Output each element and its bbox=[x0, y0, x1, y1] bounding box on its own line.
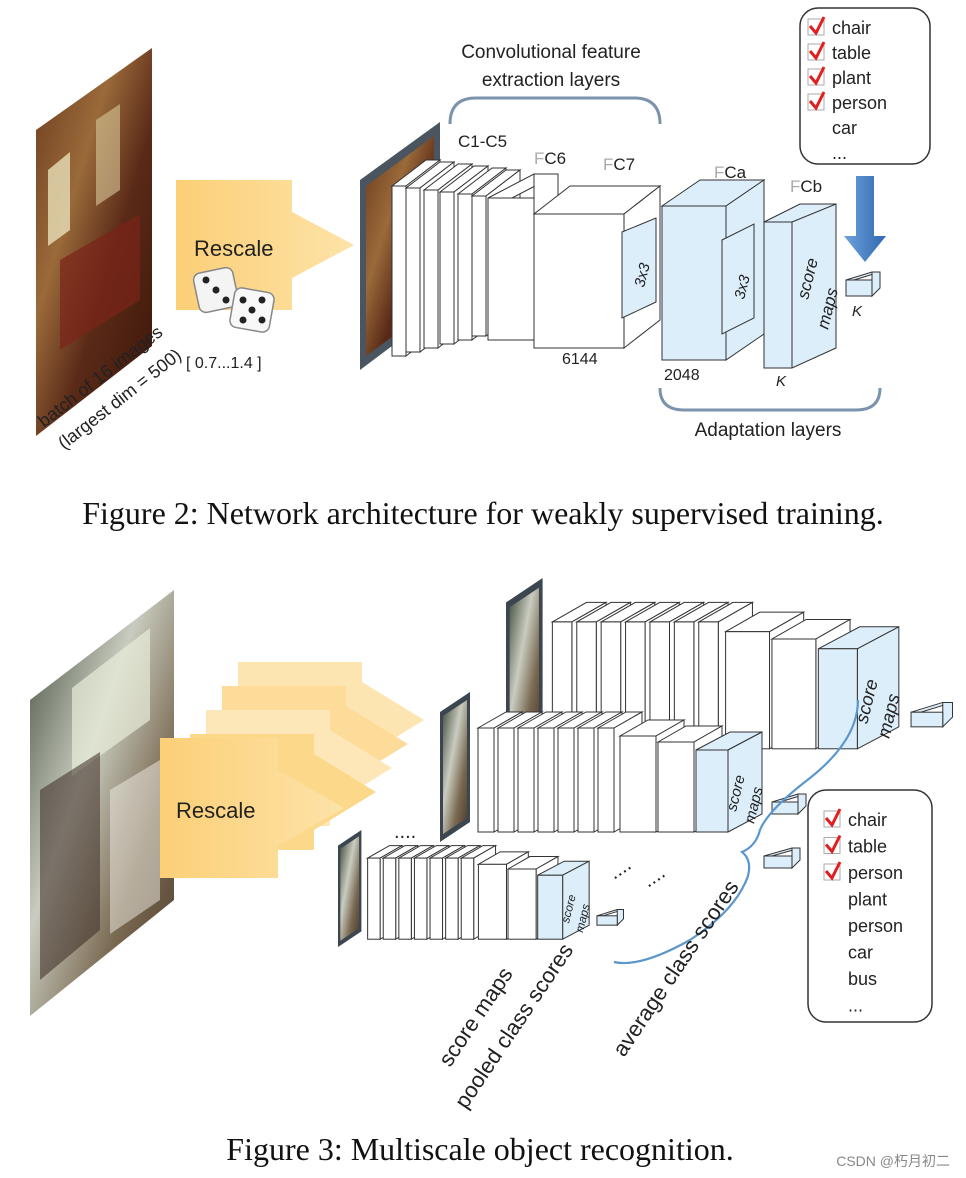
dice-icon bbox=[192, 266, 275, 333]
class-list-box-fig2 bbox=[799, 7, 931, 165]
score-maps-block bbox=[537, 860, 590, 941]
class-list-fig2: chair table plant person car... bbox=[807, 16, 887, 163]
class-item: plant bbox=[807, 66, 871, 88]
class-label: table bbox=[848, 837, 887, 857]
average-brace bbox=[613, 699, 860, 965]
layer-fcb-score-maps bbox=[763, 203, 837, 369]
adaptation-bracket bbox=[658, 387, 882, 412]
checkmark-icon bbox=[824, 808, 842, 828]
conv-bracket bbox=[448, 96, 662, 125]
input-photo-batch bbox=[36, 48, 152, 436]
checkmark-icon bbox=[808, 66, 826, 86]
class-label: car bbox=[832, 118, 857, 138]
conv-label-line2: extraction layers bbox=[482, 70, 620, 91]
class-label: plant bbox=[832, 68, 871, 88]
dim-k-output: K bbox=[852, 303, 863, 320]
ellipsis-mid-1: .... bbox=[604, 853, 635, 884]
class-item: bus bbox=[848, 969, 877, 989]
class-label: car bbox=[848, 943, 873, 963]
kernel-label-fc7: 3x3 bbox=[631, 261, 654, 289]
dim-2048: 2048 bbox=[664, 367, 700, 384]
class-item: table bbox=[823, 834, 887, 857]
class-item: car bbox=[848, 943, 873, 963]
class-label: ... bbox=[832, 143, 847, 163]
class-label: person bbox=[848, 916, 903, 936]
class-label: bus bbox=[848, 969, 877, 989]
class-item: table bbox=[807, 41, 871, 63]
pooled-output-box bbox=[596, 909, 624, 927]
class-item: chair bbox=[823, 808, 887, 830]
label-fcb: FCb bbox=[790, 177, 822, 196]
rescale-label-fig3: Rescale bbox=[176, 798, 255, 823]
class-label: ... bbox=[848, 996, 863, 1016]
kernel-label-fca: 3x3 bbox=[731, 273, 754, 301]
down-arrow bbox=[844, 176, 886, 262]
rescale-label: Rescale bbox=[194, 236, 273, 261]
checkmark-icon bbox=[808, 91, 826, 111]
class-item: plant bbox=[848, 890, 887, 910]
class-label: chair bbox=[848, 810, 887, 830]
adaptation-label: Adaptation layers bbox=[695, 420, 842, 441]
ellipsis-left: .... bbox=[394, 821, 416, 843]
scale-input-image bbox=[440, 692, 470, 842]
figure-3-caption: Figure 3: Multiscale object recognition. bbox=[226, 1131, 733, 1167]
label-average-class-scores: average class scores bbox=[607, 875, 743, 1060]
checkmark-icon bbox=[808, 16, 826, 36]
output-k-box bbox=[845, 271, 881, 298]
scale-input-image bbox=[338, 830, 362, 947]
class-label: table bbox=[832, 43, 871, 63]
label-fc7: FC7 bbox=[603, 155, 635, 174]
rescale-range: [ 0.7...1.4 ] bbox=[186, 355, 262, 372]
class-item: person bbox=[848, 916, 903, 936]
class-label: person bbox=[848, 863, 903, 883]
watermark: CSDN @朽月初二 bbox=[836, 1153, 950, 1169]
class-label: person bbox=[832, 93, 887, 113]
layer-fc7 bbox=[532, 184, 662, 350]
figure-2-caption: Figure 2: Network architecture for weakl… bbox=[82, 495, 884, 531]
class-label: chair bbox=[832, 18, 871, 38]
ellipsis-mid-2: .... bbox=[638, 861, 669, 892]
rescale-arrow-stack bbox=[160, 662, 424, 878]
class-item: chair bbox=[807, 16, 871, 38]
conv-label-line1: Convolutional feature bbox=[461, 42, 641, 63]
dim-k-score: K bbox=[776, 373, 787, 390]
average-output-box bbox=[763, 847, 801, 870]
class-item: ... bbox=[832, 143, 847, 163]
label-c1-c5: C1-C5 bbox=[458, 132, 507, 151]
checkmark-icon bbox=[808, 41, 826, 61]
dim-6144: 6144 bbox=[562, 351, 598, 368]
figure-2: batch of 16 images (largest dim = 500) R… bbox=[34, 7, 931, 531]
layer-fca bbox=[660, 179, 766, 361]
class-item: car bbox=[832, 118, 857, 138]
class-item: ... bbox=[848, 996, 863, 1016]
class-label: plant bbox=[848, 890, 887, 910]
class-item: person bbox=[823, 861, 903, 883]
checkmark-icon bbox=[824, 834, 842, 855]
label-fc6: FC6 bbox=[534, 149, 566, 168]
score-maps-block bbox=[695, 731, 763, 833]
pooled-output-box bbox=[910, 701, 954, 729]
class-list-fig3: chair table person plant person car bus... bbox=[823, 808, 903, 1016]
input-photo-scene bbox=[30, 590, 174, 1016]
checkmark-icon bbox=[824, 861, 842, 881]
pooled-output-box bbox=[771, 793, 807, 816]
label-fca: FCa bbox=[714, 163, 747, 182]
class-item: person bbox=[807, 91, 887, 113]
